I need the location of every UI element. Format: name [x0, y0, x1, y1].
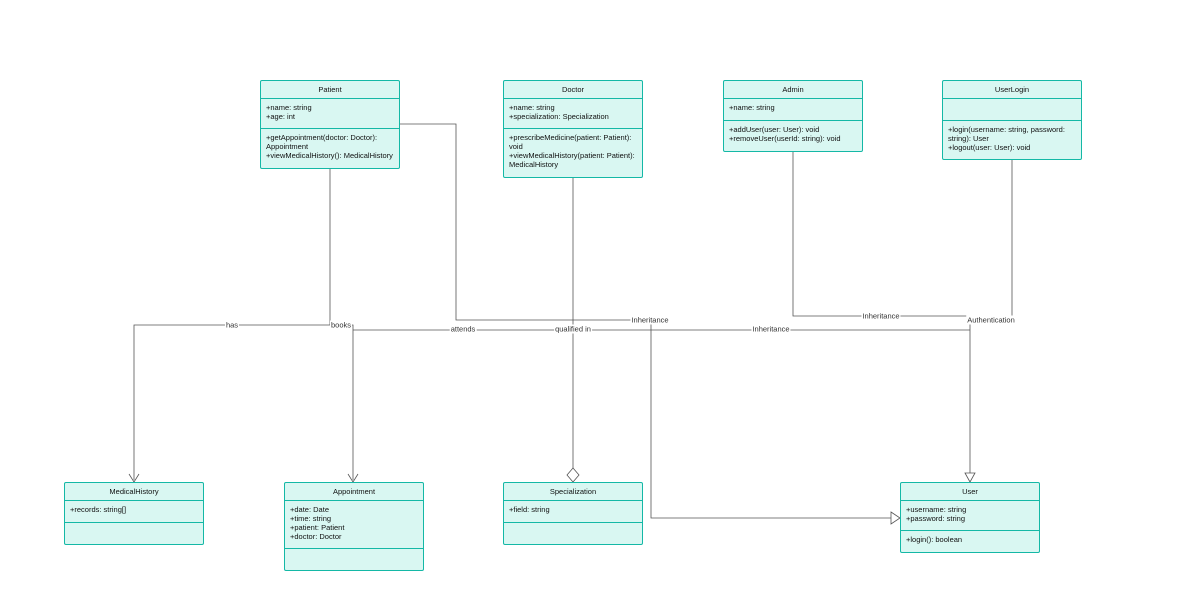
method: +removeUser(userId: string): void: [729, 134, 841, 143]
generalization-triangle-top: [964, 472, 976, 483]
class-user-name: User: [901, 483, 1039, 501]
arrowhead-medicalhistory: [128, 473, 140, 483]
class-admin[interactable]: Admin +name: string +addUser(user: User)…: [723, 80, 863, 152]
attribute: +time: string: [290, 514, 332, 523]
attribute: +name: string: [729, 103, 775, 112]
label-inheritance-patient: Inheritance: [630, 315, 670, 325]
attribute: +patient: Patient: [290, 523, 345, 532]
class-medicalhistory[interactable]: MedicalHistory +records: string[]: [64, 482, 204, 545]
class-patient-methods: +getAppointment(doctor: Doctor): Appoint…: [261, 129, 399, 164]
method: +viewMedicalHistory(): MedicalHistory: [266, 151, 393, 160]
method: +login(): boolean: [906, 535, 963, 544]
attribute: +name: string: [266, 103, 312, 112]
class-user-methods: +login(): boolean: [901, 531, 1039, 548]
class-medicalhistory-name: MedicalHistory: [65, 483, 203, 501]
class-user-attributes: +username: string +password: string: [901, 501, 1039, 531]
class-specialization-attributes: +field: string: [504, 501, 642, 523]
label-inheritance-doctor: Inheritance: [751, 324, 791, 334]
class-medicalhistory-attributes: +records: string[]: [65, 501, 203, 523]
attribute: +age: int: [266, 112, 295, 121]
class-admin-methods: +addUser(user: User): void +removeUser(u…: [724, 121, 862, 147]
class-admin-name: Admin: [724, 81, 862, 99]
edge-patient-books-appointment: [330, 324, 354, 480]
edge-userlogin-authentication-user: [970, 159, 1013, 321]
class-specialization-name: Specialization: [504, 483, 642, 501]
attribute: +doctor: Doctor: [290, 532, 342, 541]
class-user[interactable]: User +username: string +password: string…: [900, 482, 1040, 553]
class-userlogin-methods: +login(username: string, password: strin…: [943, 121, 1081, 156]
method: +login(username: string, password: strin…: [948, 125, 1068, 143]
method: +getAppointment(doctor: Doctor): Appoint…: [266, 133, 379, 151]
label-authentication: Authentication: [966, 315, 1016, 325]
class-patient-name: Patient: [261, 81, 399, 99]
attribute: +field: string: [509, 505, 550, 514]
attribute: +password: string: [906, 514, 965, 523]
generalization-triangle-left: [890, 511, 901, 525]
class-userlogin[interactable]: UserLogin +login(username: string, passw…: [942, 80, 1082, 160]
class-patient[interactable]: Patient +name: string +age: int +getAppo…: [260, 80, 400, 169]
class-appointment[interactable]: Appointment +date: Date +time: string +p…: [284, 482, 424, 571]
attribute: +records: string[]: [70, 505, 127, 514]
class-doctor-attributes: +name: string +specialization: Specializ…: [504, 99, 642, 129]
class-doctor-methods: +prescribeMedicine(patient: Patient): vo…: [504, 129, 642, 173]
class-doctor-name: Doctor: [504, 81, 642, 99]
method: +logout(user: User): void: [948, 143, 1031, 152]
method: +addUser(user: User): void: [729, 125, 820, 134]
class-medicalhistory-methods: [65, 523, 203, 531]
aggregation-diamond: [566, 467, 580, 483]
label-books: books: [329, 320, 353, 330]
class-admin-attributes: +name: string: [724, 99, 862, 121]
label-inheritance-admin: Inheritance: [861, 311, 901, 321]
attribute: +date: Date: [290, 505, 329, 514]
class-specialization[interactable]: Specialization +field: string: [503, 482, 643, 545]
label-has: has: [224, 320, 240, 330]
method: +prescribeMedicine(patient: Patient): vo…: [509, 133, 634, 151]
attribute: +name: string: [509, 103, 555, 112]
class-appointment-attributes: +date: Date +time: string +patient: Pati…: [285, 501, 423, 549]
attribute: +specialization: Specialization: [509, 112, 609, 121]
method: +viewMedicalHistory(patient: Patient): M…: [509, 151, 637, 169]
class-appointment-name: Appointment: [285, 483, 423, 501]
label-attends: attends: [449, 324, 477, 334]
arrowhead-appointment: [347, 473, 359, 483]
attribute: +username: string: [906, 505, 967, 514]
class-specialization-methods: [504, 523, 642, 531]
class-userlogin-name: UserLogin: [943, 81, 1081, 99]
class-doctor[interactable]: Doctor +name: string +specialization: Sp…: [503, 80, 643, 178]
class-userlogin-attributes: [943, 99, 1081, 121]
label-qualified-in: qualified in: [554, 324, 592, 334]
class-appointment-methods: [285, 549, 423, 557]
class-patient-attributes: +name: string +age: int: [261, 99, 399, 129]
